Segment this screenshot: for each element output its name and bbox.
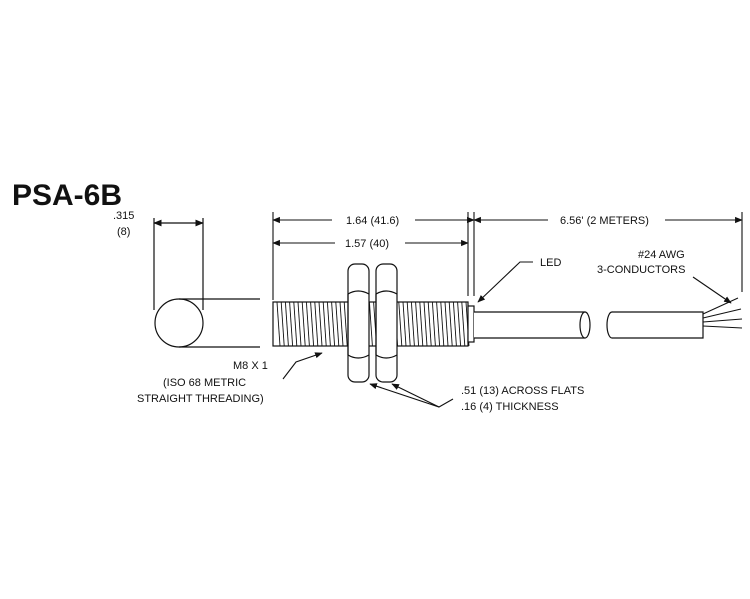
cable-length-label: 6.56' (2 METERS) <box>560 215 649 227</box>
length-dimensions <box>272 212 743 300</box>
overall-length-label: 1.64 (41.6) <box>346 215 399 227</box>
cable-far-section <box>612 311 704 339</box>
nut-flats-label: .51 (13) ACROSS FLATS <box>461 385 584 397</box>
led-leader <box>477 261 533 303</box>
threaded-body <box>272 301 470 347</box>
thread-spec-line2: (ISO 68 METRIC <box>163 377 246 389</box>
cable-break-left <box>579 311 591 339</box>
thread-leader <box>282 352 323 380</box>
led-label: LED <box>540 257 561 269</box>
thread-spec-line1: M8 X 1 <box>233 360 268 372</box>
part-title: PSA-6B <box>12 179 122 212</box>
cable-near-section <box>474 311 590 339</box>
thread-length-label: 1.57 (40) <box>345 238 389 250</box>
conductors-label: 3-CONDUCTORS <box>597 264 685 276</box>
rear-housing <box>467 305 475 343</box>
wire-leader <box>692 276 732 304</box>
hex-nut-2 <box>375 263 398 383</box>
wire-gauge-label: #24 AWG <box>638 249 685 261</box>
end-view <box>153 218 260 348</box>
conductor-wires <box>702 297 743 329</box>
diameter-label: .315 <box>113 210 134 222</box>
cable-assembly <box>467 297 743 343</box>
nut-leader <box>369 383 454 408</box>
hex-nut-1 <box>347 263 370 383</box>
end-view-circle <box>154 298 204 348</box>
thread-spec-line3: STRAIGHT THREADING) <box>137 393 264 405</box>
diameter-mm-label: (8) <box>117 226 130 238</box>
nut-thickness-label: .16 (4) THICKNESS <box>461 401 559 413</box>
